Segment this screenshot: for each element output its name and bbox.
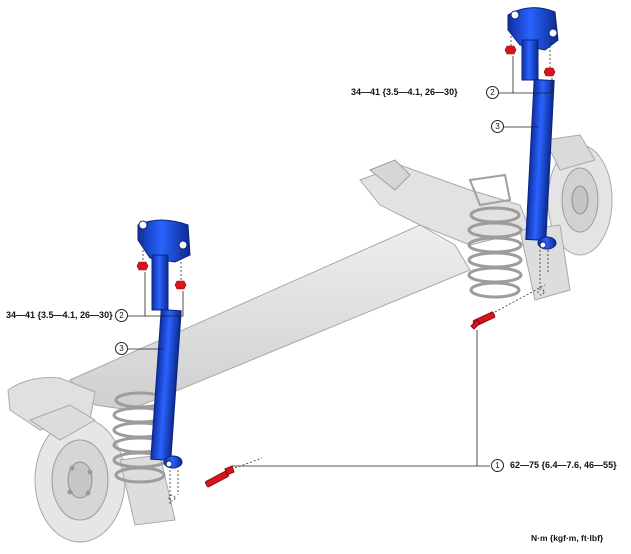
right-lower-bolt bbox=[470, 311, 496, 330]
right-wheel-hub bbox=[519, 134, 613, 301]
leader-lines bbox=[127, 56, 553, 467]
callout-1: 1 bbox=[491, 459, 504, 472]
rear-axle-beam bbox=[7, 159, 531, 431]
right-coil-spring bbox=[467, 206, 523, 299]
right-shock-absorber bbox=[507, 7, 559, 250]
left-shock-absorber bbox=[137, 219, 191, 469]
torque-unit-label: N·m {kgf·m, ft·lbf} bbox=[531, 533, 604, 543]
left-lower-bolt bbox=[205, 465, 235, 488]
callout-3-right: 3 bbox=[491, 120, 504, 133]
left-upper-nut-torque: 34—41 {3.5—4.1, 26—30} bbox=[6, 310, 113, 320]
callout-3-left: 3 bbox=[115, 342, 128, 355]
lower-bolt-torque: 62—75 {6.4—7.6, 46—55} bbox=[510, 460, 617, 470]
callout-2-right: 2 bbox=[486, 86, 499, 99]
left-upper-nuts bbox=[136, 261, 187, 290]
right-upper-nuts bbox=[504, 45, 556, 77]
callout-2-left: 2 bbox=[115, 309, 128, 322]
right-upper-nut-torque: 34—41 {3.5—4.1, 26—30} bbox=[351, 87, 458, 97]
